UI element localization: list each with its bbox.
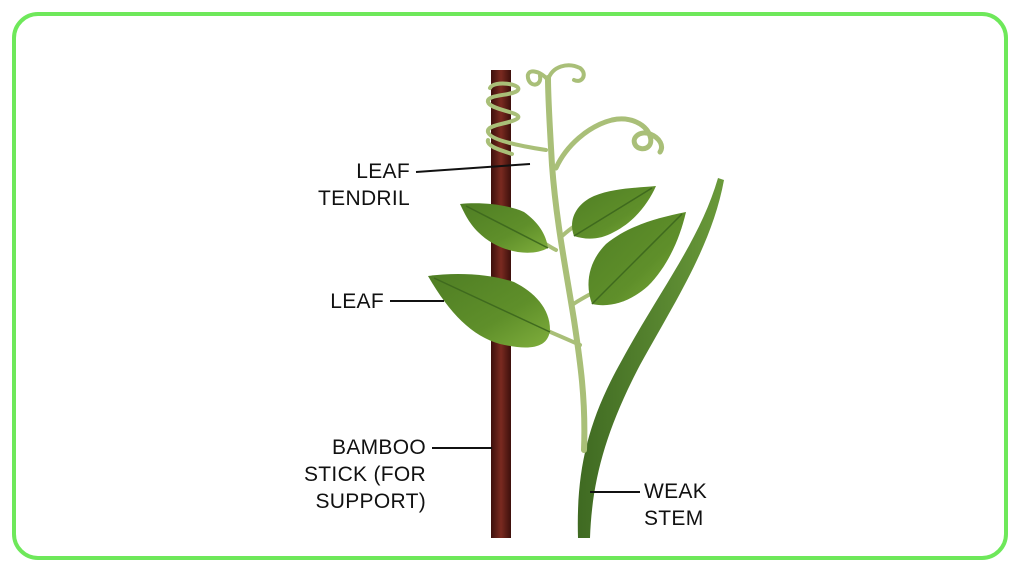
label-bamboo-stick: BAMBOO STICK (FOR SUPPORT) [290,434,426,515]
plant-stem [545,75,588,453]
label-leaf: LEAF [306,288,384,315]
top-tendril [525,63,586,87]
label-leaf-line1: LEAF [330,290,384,313]
label-leaf-tendril: LEAF TENDRIL [306,158,410,212]
leader-lines [390,163,640,493]
label-weak-stem: WEAK STEM [644,478,744,532]
tendril-coil [485,81,548,156]
right-tendril [553,116,665,171]
leaf-middle-right [588,212,686,306]
label-leaf-tendril-line1: LEAF [356,160,410,183]
label-bamboo-stick-line3: SUPPORT) [315,490,426,513]
label-weak-stem-line2: STEM [644,507,704,530]
label-bamboo-stick-line1: BAMBOO [332,436,426,459]
leaf-upper-right [572,186,656,239]
leaf-upper-left [460,203,549,253]
weak-stem [577,178,724,538]
label-weak-stem-line1: WEAK [644,480,708,503]
label-leaf-tendril-line2: TENDRIL [318,187,410,210]
leaf-lower-left [428,274,551,348]
label-bamboo-stick-line2: STICK (FOR [304,463,426,486]
leader-leaf-tendril [415,163,531,173]
